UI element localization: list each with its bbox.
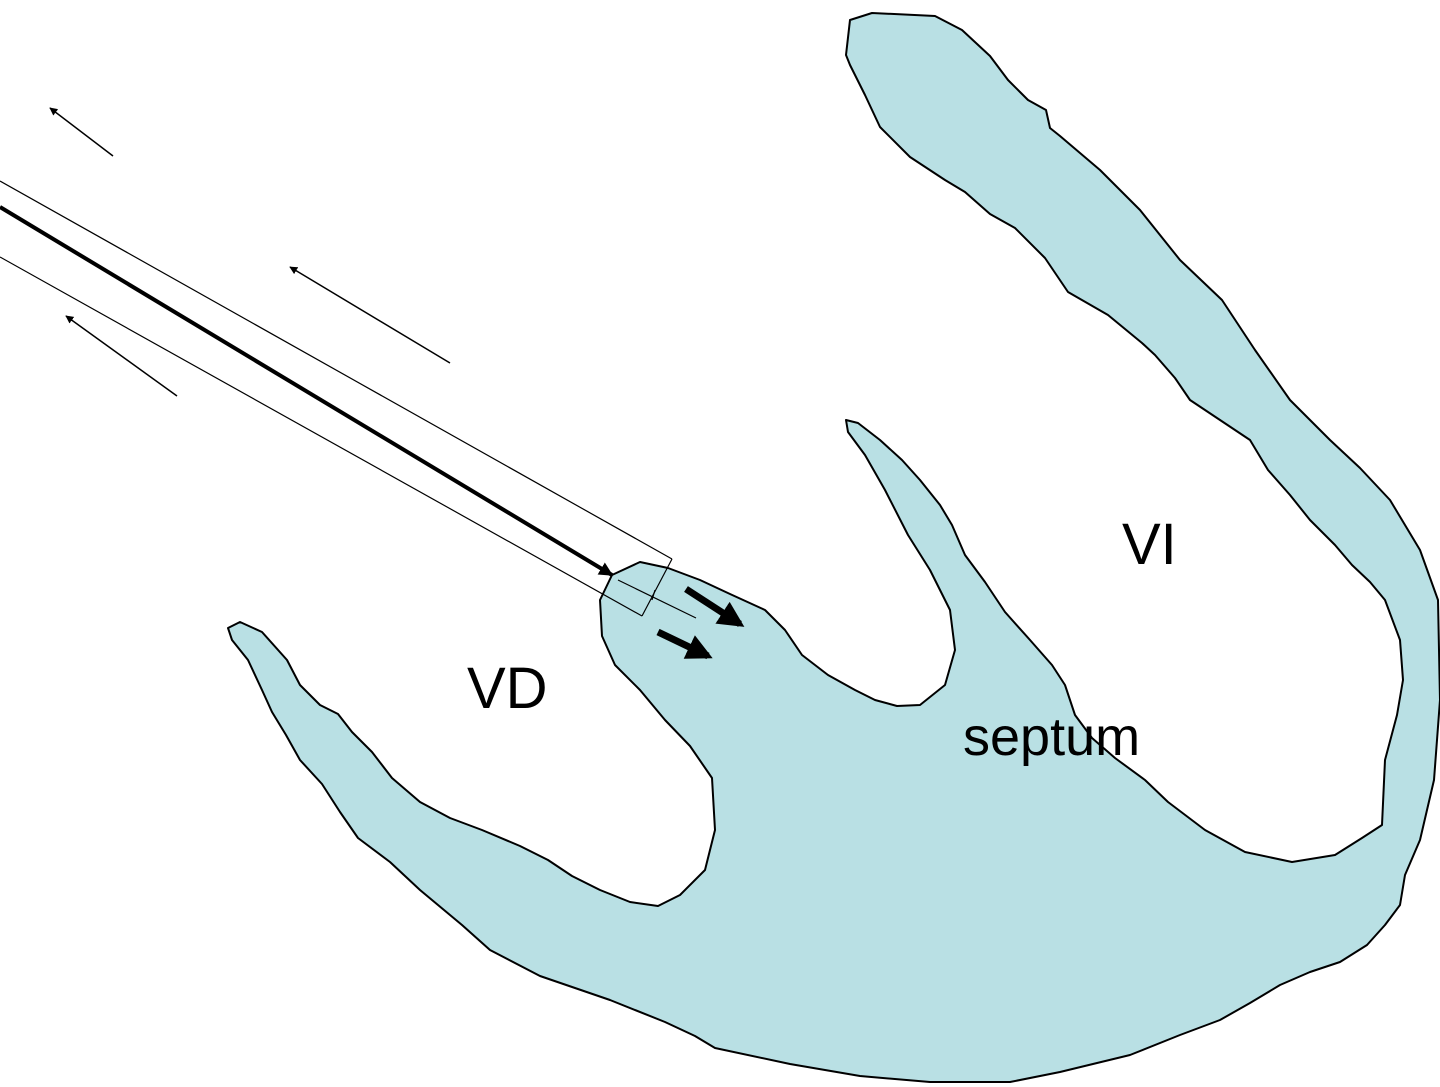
ultrasound-arrow-top: [50, 108, 113, 156]
catheter-probe-line: [0, 207, 612, 575]
catheter-sheath-lower-line: [0, 257, 642, 616]
label-vd: VD: [467, 656, 548, 721]
label-septum: septum: [963, 707, 1140, 767]
label-vi: VI: [1122, 512, 1177, 577]
heart-tissue-shape: [228, 13, 1440, 1082]
ultrasound-arrow-lower: [66, 316, 177, 396]
catheter-sheath-upper-line: [0, 181, 672, 559]
ultrasound-arrow-middle: [290, 267, 450, 363]
